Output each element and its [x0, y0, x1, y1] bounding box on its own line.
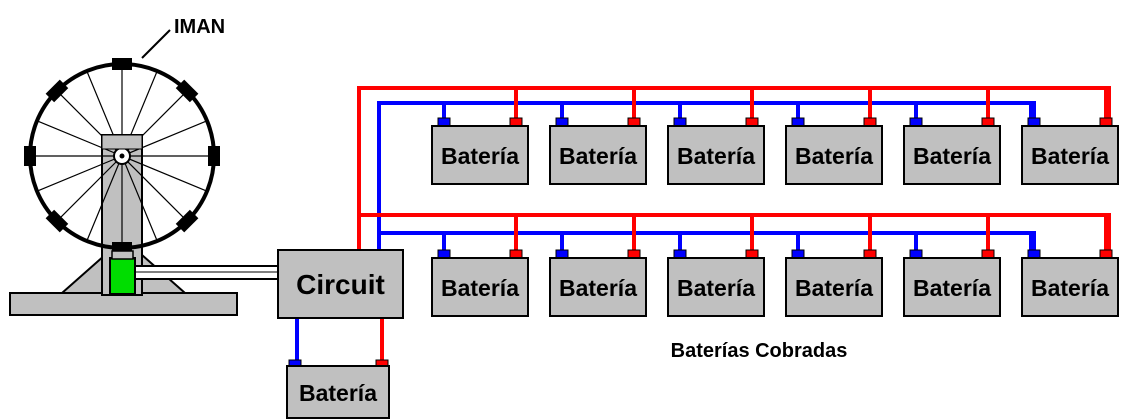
battery: Batería	[903, 249, 1001, 317]
battery-body	[903, 125, 1001, 185]
battery-label: Batería	[441, 143, 519, 169]
battery: Batería	[785, 117, 883, 185]
circuit-box: Circuit	[277, 249, 404, 319]
battery: Batería	[1021, 249, 1119, 317]
magnet-block	[45, 209, 69, 233]
battery-body	[667, 125, 765, 185]
top-bank-negative-bus	[377, 101, 1033, 250]
magnet-wheel-assembly: IMAN	[9, 16, 279, 316]
battery-label: Batería	[677, 275, 755, 301]
battery-label: Batería	[559, 275, 637, 301]
generator-cap	[111, 250, 134, 260]
battery: Batería	[549, 117, 647, 185]
magnet-wheel-icon	[24, 58, 220, 254]
battery-body	[903, 257, 1001, 317]
battery-body	[431, 125, 529, 185]
battery-body	[1021, 257, 1119, 317]
battery-bank-caption: Baterías Cobradas	[671, 340, 848, 362]
wheel-post-front	[101, 134, 143, 150]
magnet-block	[175, 79, 199, 103]
battery: Batería	[667, 117, 765, 185]
magnet-block	[112, 58, 132, 70]
battery-body	[549, 125, 647, 185]
battery-body	[785, 125, 883, 185]
battery-label: Batería	[913, 275, 991, 301]
circuit-label: Circuit	[296, 269, 385, 300]
magnet-block	[175, 209, 199, 233]
battery: Batería	[431, 117, 529, 185]
source-battery-label: Batería	[299, 380, 377, 406]
magnet-pointer-line	[141, 29, 171, 59]
battery-label: Batería	[1031, 143, 1109, 169]
magnet-block	[45, 79, 69, 103]
bottom-bank-negative-bus	[377, 231, 1033, 254]
battery-body	[549, 257, 647, 317]
battery-body	[785, 257, 883, 317]
generator-icon	[109, 257, 136, 295]
battery-label: Batería	[677, 143, 755, 169]
battery: Batería	[431, 249, 529, 317]
battery-label: Batería	[559, 143, 637, 169]
top-bank-positive-bus	[357, 86, 1111, 250]
machine-base	[9, 292, 238, 316]
magnet-block	[208, 146, 220, 166]
battery-label: Batería	[913, 143, 991, 169]
battery-body	[431, 257, 529, 317]
battery: Batería	[1021, 117, 1119, 185]
battery: Batería	[785, 249, 883, 317]
magnet-label: IMAN	[174, 16, 225, 38]
battery-label: Batería	[795, 275, 873, 301]
magnet-block	[24, 146, 36, 166]
wiring	[295, 86, 1111, 362]
battery-label: Batería	[1031, 275, 1109, 301]
battery-label: Batería	[795, 143, 873, 169]
bottom-bank-positive-bus	[357, 213, 1111, 254]
battery-label: Batería	[441, 275, 519, 301]
battery-body	[1021, 125, 1119, 185]
battery: Batería	[549, 249, 647, 317]
battery: Batería	[903, 117, 1001, 185]
battery-body	[667, 257, 765, 317]
battery: Batería	[667, 249, 765, 317]
source-battery: Batería	[286, 359, 390, 419]
